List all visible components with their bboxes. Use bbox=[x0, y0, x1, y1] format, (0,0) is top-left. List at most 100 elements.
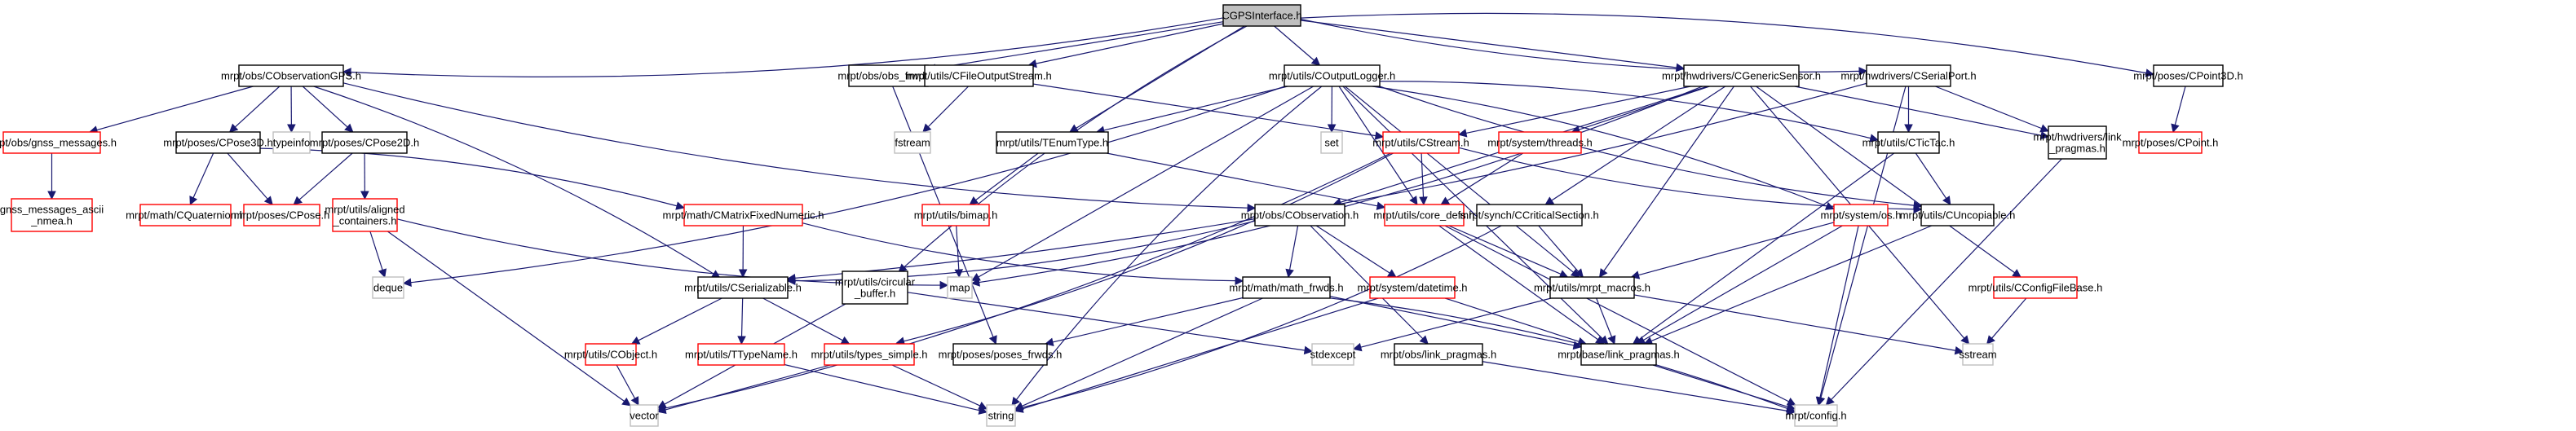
node-box bbox=[1320, 131, 1343, 154]
edge-cconfig-to-sstream bbox=[1991, 297, 2027, 339]
node-tenum[interactable]: mrpt/utils/TEnumType.h bbox=[996, 131, 1109, 154]
arrowhead-cserial-to-hwlink bbox=[2039, 124, 2050, 133]
arrowhead-cmatfixed-to-mathfrwds bbox=[1235, 276, 1244, 285]
node-datetime[interactable]: mrpt/system/datetime.h bbox=[1357, 276, 1468, 299]
node-coredefs[interactable]: mrpt/utils/core_defs.h bbox=[1373, 204, 1475, 226]
node-box bbox=[272, 131, 311, 154]
node-posesfrwds[interactable]: mrpt/poses/poses_frwds.h bbox=[939, 343, 1063, 366]
node-cstream[interactable]: mrpt/utils/CStream.h bbox=[1372, 131, 1469, 154]
node-label: mrpt/utils/types_simple.h bbox=[811, 349, 927, 361]
node-label: mrpt/hwdrivers/link bbox=[2033, 131, 2122, 143]
node-cserializable[interactable]: mrpt/utils/CSerializable.h bbox=[684, 276, 802, 299]
arrowhead-cgensensor-to-macros bbox=[1599, 268, 1608, 278]
node-cuncop[interactable]: mrpt/utils/CUncopiable.h bbox=[1900, 204, 2016, 226]
node-os[interactable]: mrpt/system/os.h bbox=[1821, 204, 1902, 226]
edge-cpose3d-to-cpose bbox=[227, 152, 268, 200]
node-ctictac[interactable]: mrpt/utils/CTicTac.h bbox=[1862, 131, 1955, 154]
node-macros[interactable]: mrpt/utils/mrpt_macros.h bbox=[1534, 276, 1650, 299]
node-baselink[interactable]: mrpt/base/link_pragmas.h bbox=[1558, 343, 1680, 366]
edge-cobs-to-datetime bbox=[1315, 225, 1390, 274]
edge-cpoint3d-to-cpoint bbox=[2174, 86, 2186, 125]
node-root[interactable]: CGPSInterface.h bbox=[1222, 4, 1302, 27]
node-cobject[interactable]: mrpt/utils/CObject.h bbox=[564, 343, 657, 366]
edge-coredefs-to-macros bbox=[1448, 225, 1562, 275]
node-coutlog[interactable]: mrpt/utils/COutputLogger.h bbox=[1269, 64, 1395, 87]
edge-cserializable-to-cobject bbox=[638, 297, 722, 341]
arrowhead-cmatfixed-to-cserializable bbox=[738, 269, 748, 279]
node-cpoint3d[interactable]: mrpt/poses/CPoint3D.h bbox=[2133, 64, 2243, 87]
node-cgensensor[interactable]: mrpt/hwdrivers/CGenericSensor.h bbox=[1662, 64, 1821, 87]
node-box bbox=[585, 343, 637, 366]
arrowhead-obsgps-to-typeinfo bbox=[287, 124, 296, 134]
node-label: mrpt/poses/poses_frwds.h bbox=[939, 349, 1063, 361]
edge-cobs-to-obslink bbox=[1310, 225, 1424, 340]
node-obslink[interactable]: mrpt/obs/link_pragmas.h bbox=[1381, 343, 1496, 366]
node-gnssmsg[interactable]: mrpt/obs/gnss_messages.h bbox=[0, 131, 117, 154]
node-typessimple[interactable]: mrpt/utils/types_simple.h bbox=[811, 343, 928, 366]
node-box bbox=[11, 198, 93, 232]
arrowhead-bimap-to-map bbox=[954, 269, 964, 279]
edge-datetime-to-baselink bbox=[1444, 297, 1580, 342]
node-threads[interactable]: mrpt/system/threads.h bbox=[1487, 131, 1593, 154]
edge-ctictac-to-cuncop bbox=[1915, 152, 1947, 199]
node-ttypename[interactable]: mrpt/utils/TTypeName.h bbox=[685, 343, 798, 366]
node-box bbox=[1382, 131, 1460, 154]
arrowhead-os-to-config bbox=[1815, 396, 1825, 407]
node-aligned[interactable]: mrpt/utils/aligned_containers.h bbox=[325, 198, 405, 232]
edge-tenum-to-bimap bbox=[975, 152, 1039, 201]
node-label: mrpt/utils/bimap.h bbox=[914, 209, 998, 222]
node-mathfrwds[interactable]: mrpt/math/math_frwds.h bbox=[1229, 276, 1344, 299]
node-cpose3d[interactable]: mrpt/poses/CPose3D.h bbox=[163, 131, 273, 154]
node-cfileout[interactable]: mrpt/utils/CFileOutputStream.h bbox=[906, 64, 1052, 87]
node-cobs[interactable]: mrpt/obs/CObservation.h bbox=[1241, 204, 1359, 226]
arrowhead-cserializable-to-cobject bbox=[630, 336, 641, 345]
node-label: gnss_messages_ascii bbox=[0, 204, 104, 216]
edge-cgensensor-to-cconfig bbox=[1756, 86, 2016, 274]
node-ccrit[interactable]: mrpt/synch/CCriticalSection.h bbox=[1460, 204, 1599, 226]
node-label: vector bbox=[630, 410, 659, 422]
edge-coutlog-to-ctictac bbox=[1379, 81, 1871, 139]
node-stdexcept: stdexcept bbox=[1310, 343, 1356, 366]
node-circbuf[interactable]: mrpt/utils/circular_buffer.h bbox=[835, 270, 916, 305]
arrowhead-root-to-cpoint3d bbox=[2145, 68, 2154, 77]
node-cpose2d[interactable]: mrpt/poses/CPose2D.h bbox=[310, 131, 419, 154]
node-label: mrpt/system/os.h bbox=[1821, 209, 1902, 222]
node-gnssnmea[interactable]: gnss_messages_ascii_nmea.h bbox=[0, 198, 104, 232]
arrowhead-root-to-coutlog bbox=[1310, 56, 1321, 66]
node-cquat[interactable]: mrpt/math/CQuaternion.h bbox=[126, 204, 245, 226]
node-bimap[interactable]: mrpt/utils/bimap.h bbox=[914, 204, 998, 226]
edge-cserial-to-hwlink bbox=[1935, 86, 2042, 130]
edge-cobject-to-vector bbox=[616, 364, 636, 399]
arrowhead-cgensensor-to-cconfig bbox=[2012, 269, 2021, 278]
arrowhead-cpose3d-to-cquat bbox=[189, 196, 198, 206]
arrowhead-cobs-to-mathfrwds bbox=[1285, 268, 1294, 279]
edge-coredefs-to-baselink bbox=[1438, 225, 1598, 341]
edge-typessimple-to-vector bbox=[665, 364, 831, 411]
node-label: mrpt/poses/CPose2D.h bbox=[310, 137, 419, 149]
node-label: deque bbox=[373, 282, 403, 294]
node-label: stdexcept bbox=[1310, 349, 1356, 361]
arrowhead-hwlink-to-config bbox=[1825, 396, 1835, 406]
node-box bbox=[630, 404, 659, 427]
node-obsgps[interactable]: mrpt/obs/CObservationGPS.h bbox=[221, 64, 361, 87]
arrowhead-coredefs-to-baselink bbox=[1595, 336, 1605, 345]
node-label: mrpt/math/CMatrixFixedNumeric.h bbox=[663, 209, 824, 222]
edge-hwlink-to-config bbox=[1831, 158, 2062, 400]
node-box bbox=[824, 343, 915, 366]
node-obsfrwds[interactable]: mrpt/obs/obs_frwds.h bbox=[837, 64, 939, 87]
edge-cgensensor-to-hwlink bbox=[1794, 86, 2042, 136]
node-label: mrpt/synch/CCriticalSection.h bbox=[1460, 209, 1599, 222]
node-cserial[interactable]: mrpt/hwdrivers/CSerialPort.h bbox=[1840, 64, 1977, 87]
edge-typessimple-to-string bbox=[891, 364, 981, 407]
edge-cfileout-to-cstream bbox=[1032, 83, 1376, 137]
arrowhead-cgensensor-to-map bbox=[970, 278, 980, 287]
node-cpose[interactable]: mrpt/poses/CPose.h bbox=[234, 204, 330, 226]
node-cmatfixed[interactable]: mrpt/math/CMatrixFixedNumeric.h bbox=[663, 204, 824, 226]
node-cpoint[interactable]: mrpt/poses/CPoint.h bbox=[2123, 131, 2219, 154]
node-label: mrpt/math/CQuaternion.h bbox=[126, 209, 245, 222]
node-cconfig[interactable]: mrpt/utils/CConfigFileBase.h bbox=[1968, 276, 2103, 299]
edge-cuncop-to-baselink bbox=[1650, 225, 1933, 342]
node-string: string bbox=[986, 404, 1016, 427]
edge-os-to-baselink bbox=[1643, 225, 1843, 341]
node-hwlink[interactable]: mrpt/hwdrivers/link_pragmas.h bbox=[2033, 125, 2122, 160]
